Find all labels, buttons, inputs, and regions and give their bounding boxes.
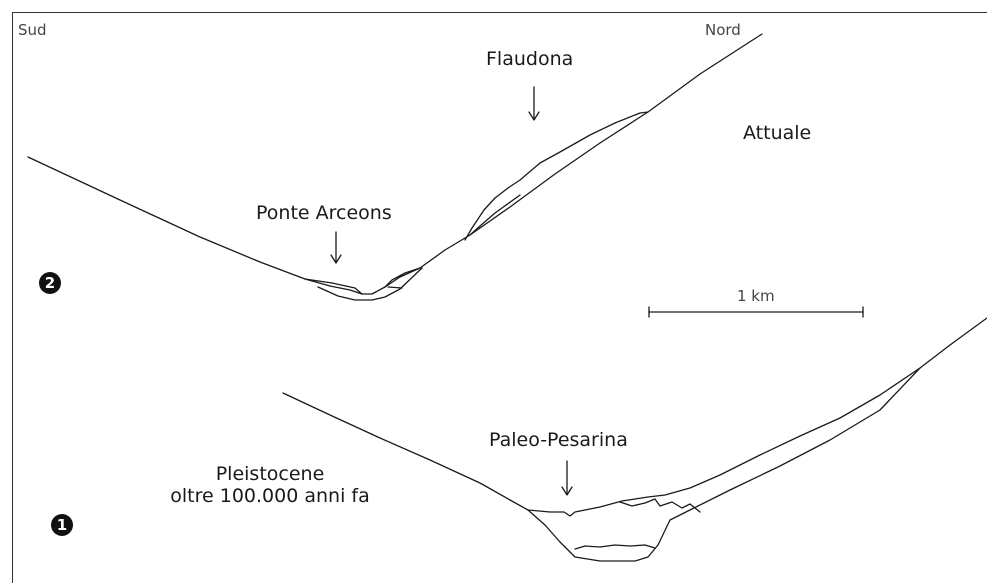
profile-1-badge: 1	[51, 514, 73, 536]
profile-1-terrain	[283, 318, 987, 561]
attuale-label: Attuale	[743, 123, 811, 145]
south-label: Sud	[18, 22, 47, 39]
profile-2	[28, 34, 762, 300]
profile-1	[283, 318, 987, 561]
ponte-arceons-label: Ponte Arceons	[256, 203, 392, 225]
flaudona-label: Flaudona	[486, 49, 573, 71]
scale-bar	[649, 307, 863, 317]
paleo-pesarina-label: Paleo-Pesarina	[489, 430, 628, 452]
pleistocene-label-line1: Pleistocene	[160, 464, 380, 486]
profile-1-valley-floor	[575, 545, 655, 549]
north-label: Nord	[705, 22, 741, 39]
frame	[13, 13, 987, 583]
profile-2-terrain	[28, 34, 762, 294]
pleistocene-label: Pleistocene oltre 100.000 anni fa	[160, 464, 380, 508]
profile-2-upper-deposit	[465, 112, 648, 240]
profile-1-fill-zigzag	[620, 499, 700, 512]
scale-bar-label: 1 km	[737, 288, 775, 305]
profile-1-arrows	[562, 461, 572, 495]
profile-2-arrows	[331, 87, 539, 263]
profile-2-badge: 2	[39, 272, 61, 294]
pleistocene-label-line2: oltre 100.000 anni fa	[160, 486, 380, 508]
